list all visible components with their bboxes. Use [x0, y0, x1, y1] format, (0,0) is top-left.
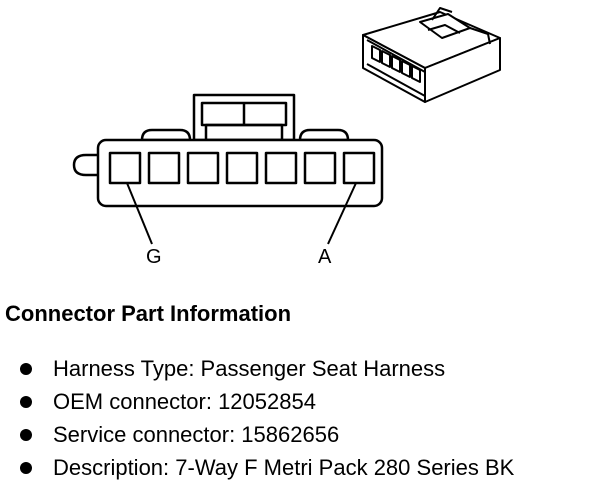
section-title: Connector Part Information — [5, 301, 292, 326]
cavity-b — [303, 151, 337, 185]
connector-front-view — [72, 93, 384, 245]
leader-line-a — [327, 182, 357, 245]
info-item-text: Description: 7-Way F Metri Pack 280 Seri… — [53, 455, 515, 480]
side-key — [72, 153, 98, 177]
connector-diagram: G A — [72, 7, 501, 268]
cavity-f — [147, 151, 181, 185]
cavity-a — [342, 151, 376, 185]
cavity-c — [264, 151, 298, 185]
leader-line-g — [126, 182, 153, 245]
info-item-text: OEM connector: 12052854 — [53, 389, 316, 414]
bullet-icon — [20, 396, 32, 408]
pin-label-g: G — [146, 246, 162, 268]
info-item-text: Harness Type: Passenger Seat Harness — [53, 356, 446, 381]
info-item-text: Service connector: 15862656 — [53, 422, 340, 447]
cavity-d — [225, 151, 259, 185]
bullet-icon — [20, 462, 32, 474]
terminal-cavities — [108, 151, 376, 185]
pin-label-a: A — [318, 246, 332, 268]
cavity-g — [108, 151, 142, 185]
connector-isometric-view — [362, 7, 501, 103]
cavity-e — [186, 151, 220, 185]
top-bump-right — [298, 128, 350, 142]
bullet-icon — [20, 429, 32, 441]
top-bump-left — [140, 128, 192, 142]
bullet-icon — [20, 363, 32, 375]
